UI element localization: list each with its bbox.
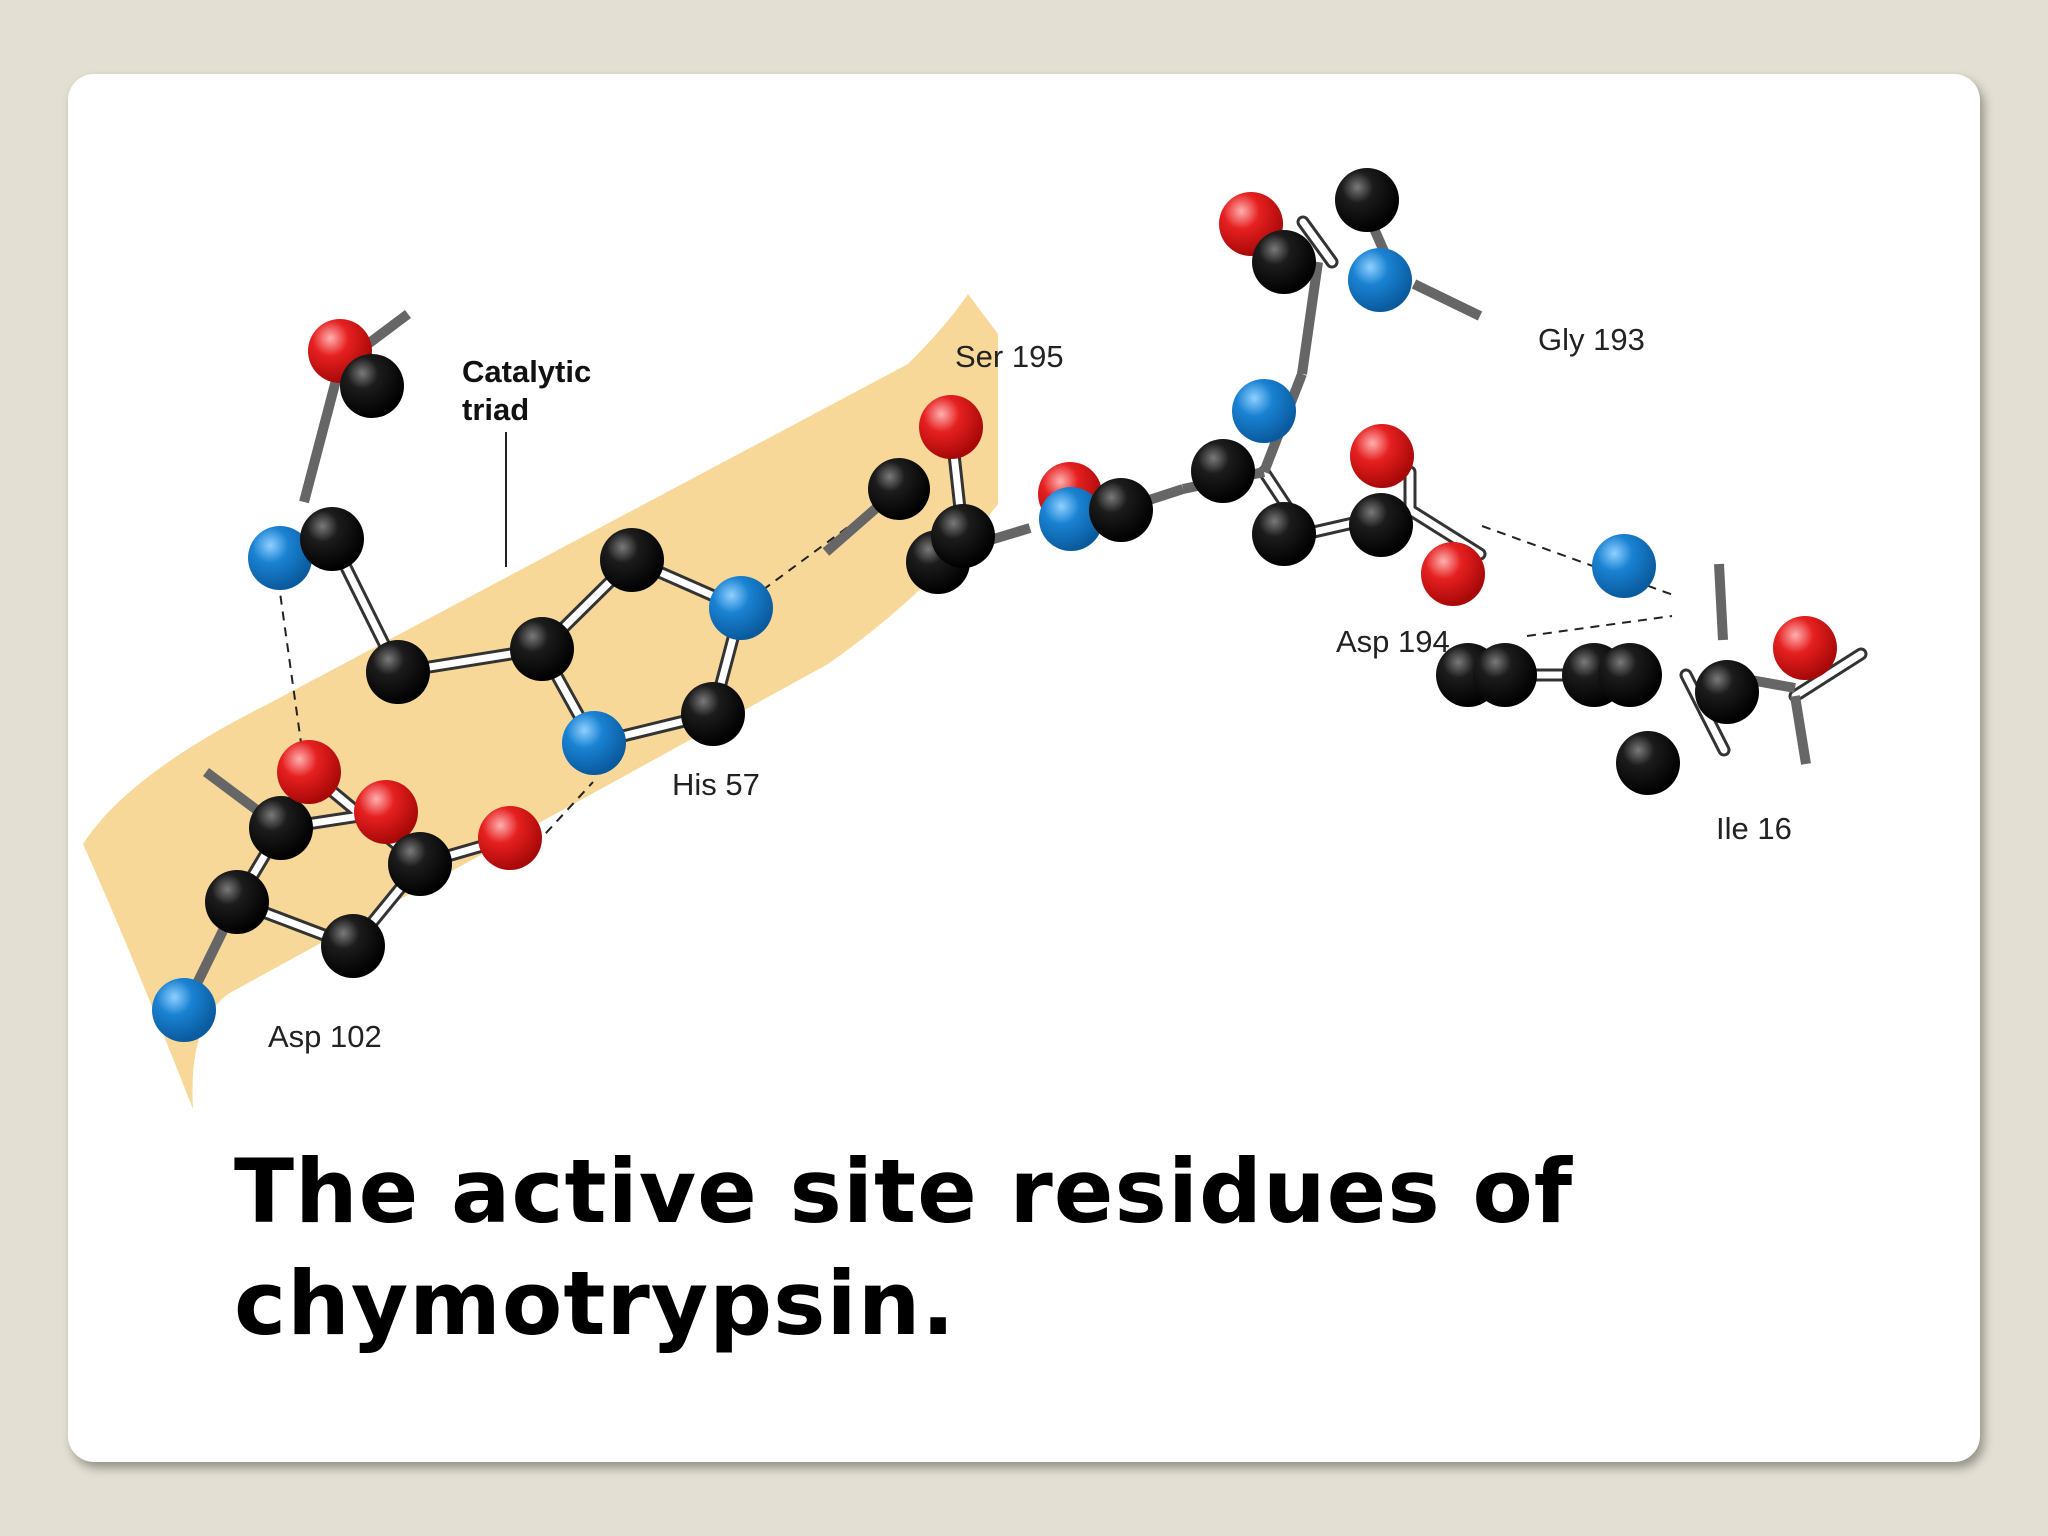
atom-carbon <box>1335 168 1399 232</box>
atom-carbon <box>931 504 995 568</box>
atom-carbon <box>600 528 664 592</box>
atom-carbon <box>868 458 930 520</box>
atom-nitrogen <box>1592 534 1656 598</box>
residue-label-asp194: Asp 194 <box>1336 624 1450 659</box>
atom-nitrogen <box>1039 487 1103 551</box>
atom-oxygen <box>1773 616 1837 680</box>
residue-label-gly193: Gly 193 <box>1538 322 1645 357</box>
slide-caption: The active site residues of chymotrypsin… <box>234 1136 1834 1360</box>
atom-nitrogen <box>709 576 773 640</box>
residue-label-his57: His 57 <box>672 767 760 802</box>
atom-carbon <box>1252 230 1316 294</box>
catalytic-triad-label: Catalytic <box>462 354 591 389</box>
atom-nitrogen <box>1348 248 1412 312</box>
atom-nitrogen <box>152 978 216 1042</box>
chymotrypsin-active-site-diagram: Catalytic triad Ser 195 His 57 Asp 102 G… <box>83 168 1868 1109</box>
residue-label-asp102: Asp 102 <box>268 1019 382 1054</box>
hydrogen-bonds <box>275 495 1677 846</box>
atom-carbon <box>249 796 313 860</box>
atom-oxygen <box>1350 424 1414 488</box>
atom-carbon <box>1089 478 1153 542</box>
residue-label-ser195: Ser 195 <box>955 339 1064 374</box>
atom-oxygen <box>1421 542 1485 606</box>
atom-carbon <box>1616 731 1680 795</box>
caption-line-2: chymotrypsin. <box>234 1252 956 1355</box>
atom-carbon <box>300 507 364 571</box>
atom-oxygen <box>354 780 418 844</box>
atom-carbon <box>1598 643 1662 707</box>
atom-oxygen <box>919 395 983 459</box>
caption-line-1: The active site residues of <box>234 1140 1574 1243</box>
atom-carbon <box>388 832 452 896</box>
atom-nitrogen <box>248 526 312 590</box>
atom-carbon <box>1473 643 1537 707</box>
atoms <box>152 168 1837 1042</box>
atom-carbon <box>1695 660 1759 724</box>
atom-carbon <box>340 354 404 418</box>
catalytic-triad-label-line2: triad <box>462 392 529 427</box>
catalytic-triad-band <box>83 294 998 1109</box>
atom-oxygen <box>277 740 341 804</box>
atom-carbon <box>205 870 269 934</box>
atom-carbon <box>681 682 745 746</box>
atom-carbon <box>1191 439 1255 503</box>
residue-label-ile16: Ile 16 <box>1716 811 1792 846</box>
slide: Catalytic triad Ser 195 His 57 Asp 102 G… <box>68 74 1980 1462</box>
atom-carbon <box>1252 502 1316 566</box>
atom-carbon <box>1349 493 1413 557</box>
atom-carbon <box>366 640 430 704</box>
atom-nitrogen <box>562 711 626 775</box>
atom-nitrogen <box>1232 379 1296 443</box>
atom-oxygen <box>478 806 542 870</box>
atom-carbon <box>321 914 385 978</box>
atom-carbon <box>510 617 574 681</box>
